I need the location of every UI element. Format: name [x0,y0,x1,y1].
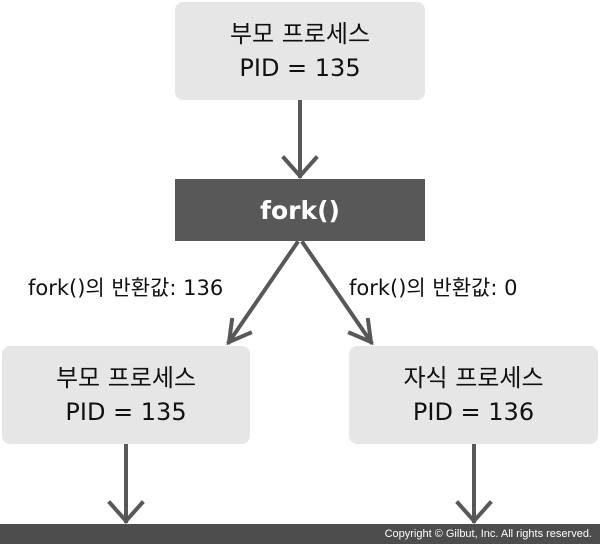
fork-call-box: fork() [175,179,425,241]
arrow-fork-to-right [300,240,374,346]
arrow-fork-to-left [226,240,300,346]
process-title: 부모 프로세스 [55,364,197,392]
copyright-footer: Copyright © Gilbut, Inc. All rights rese… [0,524,600,544]
arrow-top-to-fork [281,98,319,180]
fork-label: fork() [260,195,340,225]
arrow-left-down [107,444,145,525]
parent-process-box-top: 부모 프로세스 PID = 135 [175,2,425,100]
parent-process-box-bottom: 부모 프로세스 PID = 135 [2,346,250,444]
process-title: 자식 프로세스 [403,364,544,392]
child-process-box: 자식 프로세스 PID = 136 [349,346,598,444]
process-title: 부모 프로세스 [229,20,371,48]
process-pid: PID = 135 [239,54,361,82]
process-pid: PID = 135 [65,398,187,426]
copyright-text: Copyright © Gilbut, Inc. All rights rese… [384,528,592,540]
arrow-right-down [455,444,493,525]
return-value-label-parent: fork()의 반환값: 136 [28,276,224,300]
process-pid: PID = 136 [412,398,535,426]
return-value-label-child: fork()의 반환값: 0 [349,276,518,300]
